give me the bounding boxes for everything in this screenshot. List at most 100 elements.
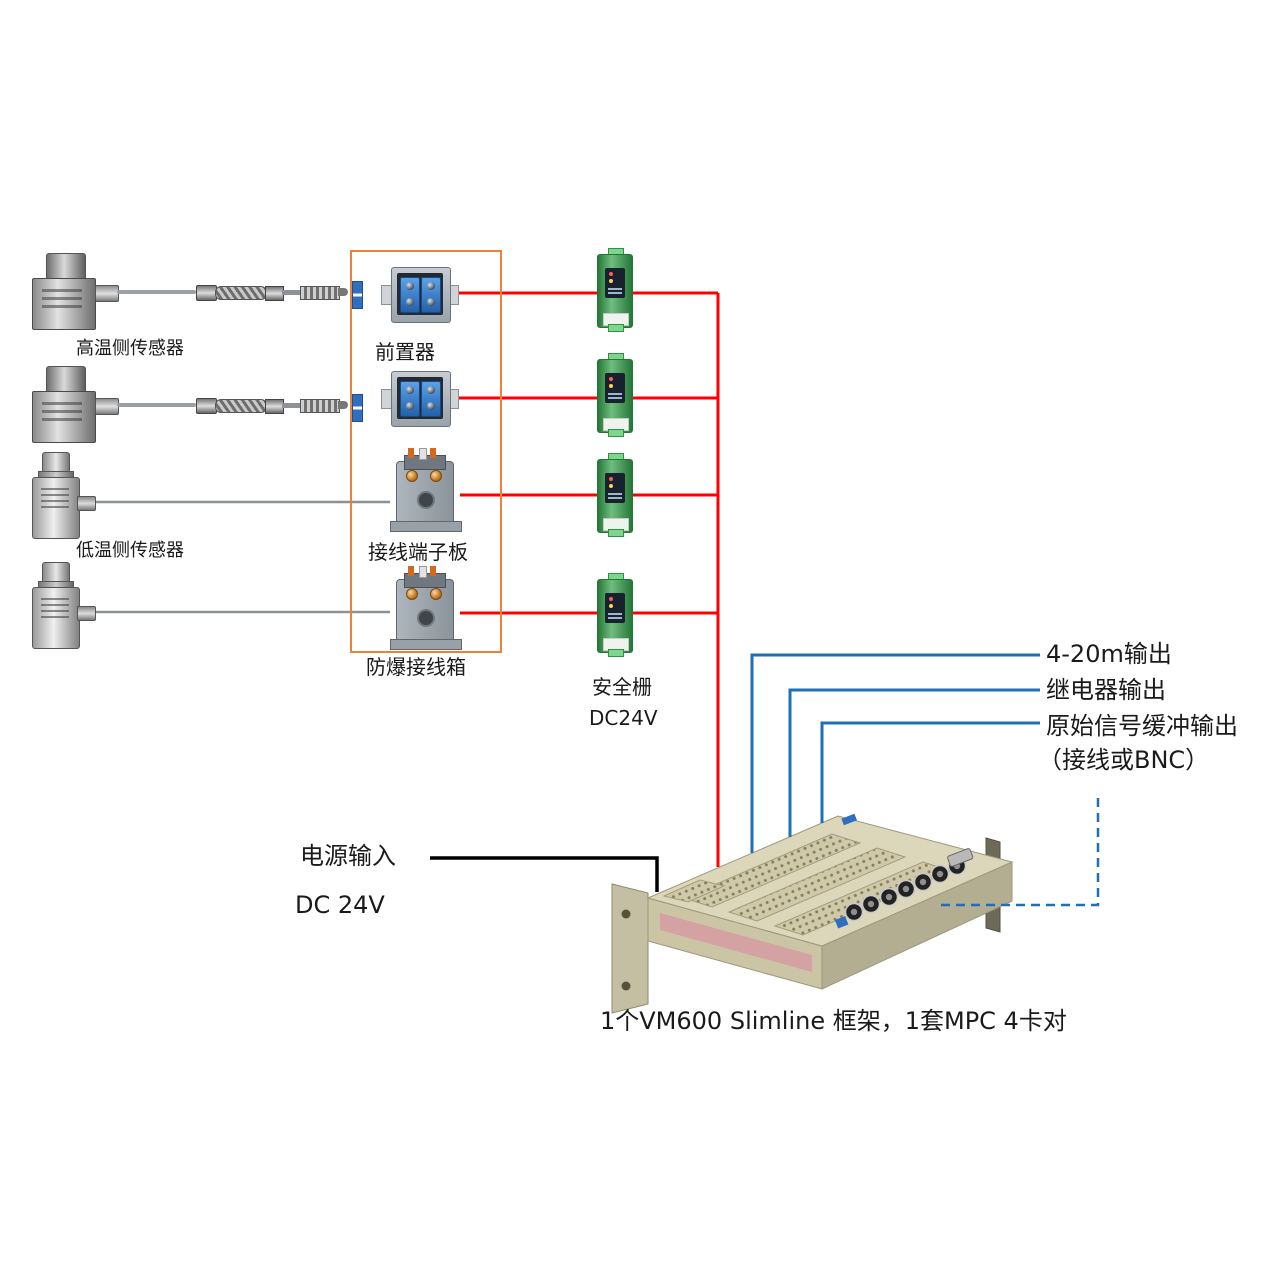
probe-thread — [300, 399, 340, 413]
label-safety-barrier: 安全栅 — [592, 675, 652, 699]
barrier-text — [608, 493, 622, 495]
rack-vent-patch — [662, 879, 726, 903]
low-temp-sensor-2 — [25, 562, 100, 652]
safety-barrier-1 — [597, 248, 633, 332]
terminal-screw — [430, 470, 442, 482]
power-wire — [430, 856, 659, 892]
rack-front-rail — [660, 913, 812, 972]
terminal-hole — [417, 609, 435, 627]
rack-left-ear — [611, 883, 649, 1014]
probe-thread — [300, 286, 340, 300]
cable-outlet — [77, 606, 96, 621]
wire-stub — [419, 566, 427, 578]
rack-front-face — [647, 897, 823, 990]
status-led — [609, 384, 613, 388]
cable-outlet — [77, 496, 96, 511]
barrier-tab — [608, 649, 624, 657]
sensor-connector — [95, 285, 119, 302]
rack-vent-strip-1 — [682, 833, 862, 908]
armored-cable — [215, 399, 267, 413]
status-led — [609, 279, 613, 283]
label-terminal-board: 接线端子板 — [368, 540, 468, 564]
high-temp-sensor-1 — [30, 253, 375, 343]
probe-tip — [338, 401, 348, 409]
rack-vent-strip-2 — [727, 847, 907, 922]
rack-right-ear — [985, 837, 1001, 933]
terminal-block-2 — [388, 566, 462, 653]
feedthrough-connector — [352, 281, 363, 309]
sensor-connector — [95, 398, 119, 415]
label-high-temp-sensor: 高温侧传感器 — [76, 338, 184, 359]
safety-barrier-4 — [597, 573, 633, 657]
status-led — [609, 604, 613, 608]
terminal-screw — [406, 588, 418, 600]
wire-stub — [419, 448, 427, 460]
barrier-tab — [608, 324, 624, 332]
label-junction-box: 防爆接线箱 — [366, 655, 466, 679]
status-led — [609, 377, 613, 381]
barrier-text — [608, 393, 622, 395]
sensor-markings — [42, 289, 82, 292]
label-power-voltage: DC 24V — [295, 891, 385, 919]
barrier-display — [605, 473, 625, 503]
terminal-hole — [417, 491, 435, 509]
wire-stub — [430, 566, 436, 576]
sensor-body — [32, 278, 96, 330]
barrier-display — [605, 593, 625, 623]
output-wires — [750, 653, 1040, 853]
probe-rod — [282, 290, 300, 295]
barrier-tab — [608, 429, 624, 437]
bnc-dashed-link — [938, 798, 1100, 907]
sensor-barrel — [32, 477, 80, 539]
label-low-temp-sensor: 低温侧传感器 — [76, 540, 184, 561]
label-power-input: 电源输入 — [300, 842, 396, 870]
preamplifier-2 — [381, 369, 459, 427]
preamplifier-1 — [381, 265, 459, 323]
safety-barrier-2 — [597, 353, 633, 437]
safety-barrier-3 — [597, 453, 633, 537]
barrier-text — [608, 613, 622, 615]
label-barrier-voltage: DC24V — [589, 706, 658, 730]
din-rail — [390, 521, 462, 532]
probe-tip — [338, 288, 348, 296]
feedthrough-connector — [352, 394, 363, 422]
label-output-420ma: 4-20m输出 — [1046, 640, 1172, 668]
terminal-connector — [421, 277, 441, 313]
status-led — [609, 597, 613, 601]
barrier-tab — [608, 529, 624, 537]
sensor-head — [46, 366, 86, 395]
status-led — [609, 272, 613, 276]
rack-top-face — [646, 815, 1014, 947]
rack-blue-sticker — [841, 813, 857, 826]
rack-right-face — [821, 861, 1013, 990]
label-rack-caption: 1个VM600 Slimline 框架，1套MPC 4卡对 — [600, 1007, 1067, 1035]
status-led — [609, 484, 613, 488]
barrier-display — [605, 268, 625, 298]
sensor-barrel — [32, 587, 80, 649]
terminal-screw — [406, 470, 418, 482]
sensor-markings — [42, 402, 82, 405]
wire-stub — [408, 448, 414, 458]
sensor-cable — [117, 290, 196, 294]
rack-vent-strip-3 — [773, 861, 953, 936]
wire-stub — [430, 448, 436, 458]
cable-coupler — [196, 398, 217, 414]
terminal-block-1 — [388, 448, 462, 535]
terminal-screw — [430, 588, 442, 600]
armored-cable — [215, 286, 267, 300]
label-output-relay: 继电器输出 — [1046, 676, 1166, 704]
sensor-markings — [41, 488, 69, 490]
wire-stub — [408, 566, 414, 576]
barrier-text — [608, 288, 622, 290]
high-temp-sensor-2 — [30, 366, 375, 456]
rack-bnc-connectors — [844, 856, 967, 922]
sensor-body — [32, 391, 96, 443]
terminal-connector — [400, 381, 420, 417]
barrier-display — [605, 373, 625, 403]
probe-rod — [282, 403, 300, 408]
rack-d-sub-connector — [947, 848, 974, 867]
label-output-raw-note: （接线或BNC） — [1038, 746, 1210, 774]
sensor-markings — [41, 598, 69, 600]
